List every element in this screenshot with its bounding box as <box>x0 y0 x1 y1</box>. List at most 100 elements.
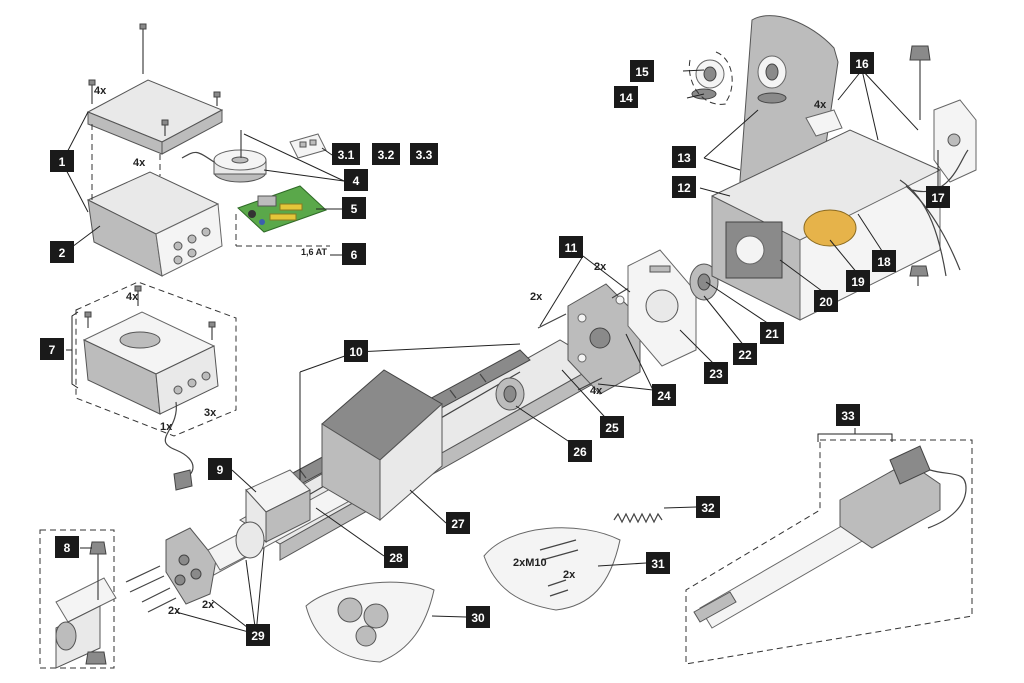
motor-flange <box>567 283 641 395</box>
callout-number: 19 <box>851 275 865 289</box>
callout-2: 2 <box>50 241 74 263</box>
callout-number: 25 <box>605 421 619 435</box>
callout-number: 14 <box>619 91 633 105</box>
flange-screws-qty-a: 2x <box>530 291 543 303</box>
callout-number: 31 <box>651 557 665 571</box>
callout-box <box>410 143 438 165</box>
callout-number: 3.3 <box>416 148 433 162</box>
callout-7: 7 <box>40 338 64 360</box>
callout-box <box>652 384 676 406</box>
callout-18: 18 <box>872 250 896 272</box>
callout-box <box>342 243 366 265</box>
callout-1: 1 <box>50 150 74 172</box>
callout-box <box>559 236 583 258</box>
bracket-screws-qty-a: 2x <box>168 605 181 617</box>
callout-box <box>344 340 368 362</box>
callout-13: 13 <box>672 146 696 168</box>
callout-number: 23 <box>709 367 723 381</box>
plug-bag <box>305 581 435 663</box>
callout-number: 18 <box>877 255 891 269</box>
callout-number: 16 <box>855 57 869 71</box>
callout-box <box>384 546 408 568</box>
bracket-screws <box>125 565 177 613</box>
callout-box <box>733 343 757 365</box>
callout-19: 19 <box>846 270 870 292</box>
callout-number: 1 <box>59 155 66 169</box>
callout-box <box>872 250 896 272</box>
callout-box <box>630 60 654 82</box>
callout-number: 7 <box>49 343 56 357</box>
transformer <box>181 130 267 183</box>
callout-box <box>466 606 490 628</box>
callout-number: 11 <box>565 241 578 255</box>
callout-box <box>50 150 74 172</box>
callout-box <box>40 338 64 360</box>
callout-box <box>760 322 784 344</box>
motor-cables <box>899 149 969 277</box>
callout-box <box>704 362 728 384</box>
callout-number: 5 <box>351 202 358 216</box>
screw-nut <box>495 377 525 411</box>
assembled-box-screws-qty: 4x <box>126 291 139 303</box>
callout-3-3: 3.3 <box>410 143 438 165</box>
cover-screws-qty: 4x <box>94 85 107 97</box>
housing-screws-qty: 4x <box>814 99 827 111</box>
callout-25: 25 <box>600 416 624 438</box>
callout-box <box>55 536 79 558</box>
callout-16: 16 <box>850 52 874 74</box>
front-bracket <box>165 521 265 605</box>
callout-box <box>344 169 368 191</box>
callout-box <box>446 512 470 534</box>
callout-number: 3.1 <box>338 148 355 162</box>
motor-plate <box>627 249 697 367</box>
callout-number: 24 <box>657 389 671 403</box>
hardware-bag <box>483 527 621 611</box>
bearing <box>689 263 719 301</box>
control-board <box>237 185 327 233</box>
callout-number: 12 <box>677 181 691 195</box>
expansion-board <box>289 133 327 159</box>
callout-number: 8 <box>64 541 71 555</box>
callout-number: 17 <box>931 191 945 205</box>
callout-number: 20 <box>819 295 833 309</box>
callout-box <box>208 458 232 480</box>
cover-screws <box>88 23 221 136</box>
callout-box <box>850 52 874 74</box>
bracket-screws-qty-b: 2x <box>202 599 215 611</box>
callout-26: 26 <box>568 440 592 462</box>
callout-3-1: 3.1 <box>332 143 360 165</box>
callout-box <box>332 143 360 165</box>
callout-8: 8 <box>55 536 79 558</box>
callout-box <box>836 404 860 426</box>
callout-32: 32 <box>696 496 720 518</box>
callout-number: 13 <box>677 151 691 165</box>
motor-housing-body <box>711 129 941 321</box>
callout-box <box>600 416 624 438</box>
callout-box <box>50 241 74 263</box>
callout-33: 33 <box>836 404 860 426</box>
callout-5: 5 <box>342 197 366 219</box>
callout-box <box>568 440 592 462</box>
callout-29: 29 <box>246 624 270 646</box>
callout-27: 27 <box>446 512 470 534</box>
callout-box <box>614 86 638 108</box>
flange-screws-qty-b: 2x <box>594 261 607 273</box>
limit-switch-module: 4x <box>805 99 843 137</box>
callout-number: 30 <box>471 611 485 625</box>
callout-17: 17 <box>926 186 950 208</box>
callout-box <box>372 143 400 165</box>
callout-box <box>672 176 696 198</box>
box-screws-qty: 4x <box>133 157 146 169</box>
callout-21: 21 <box>760 322 784 344</box>
actuator-cover <box>321 369 443 522</box>
callout-24: 24 <box>652 384 676 406</box>
callout-number: 10 <box>349 345 363 359</box>
callout-number: 32 <box>701 501 715 515</box>
callout-11: 11 <box>559 236 583 258</box>
callout-4: 4 <box>344 169 368 191</box>
callout-number: 6 <box>351 248 358 262</box>
callout-box <box>926 186 950 208</box>
callout-number: 28 <box>389 551 403 565</box>
callout-box <box>846 270 870 292</box>
